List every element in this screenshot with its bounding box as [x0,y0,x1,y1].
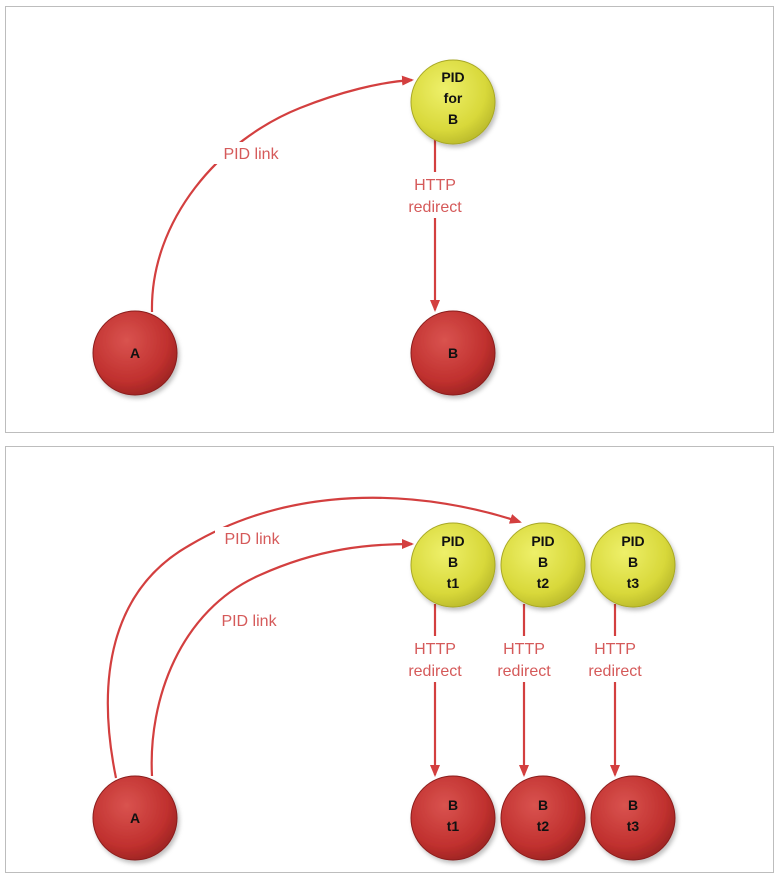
node-text: A [130,810,140,826]
edge-pid-link [150,75,414,313]
diagram-2: PID link PID link HTTP redirect HTTP red… [92,496,676,861]
node-b: B [410,310,496,396]
edge-label-bg [400,172,470,218]
node-text: t3 [627,575,640,591]
node-pid-b-t3: PID B t3 [590,522,676,608]
edge-label-http-t2: HTTP [503,641,545,658]
node-text: t3 [627,818,640,834]
node-text: B [538,797,548,813]
node-text: B [448,111,458,127]
node-b-t3: B t3 [590,775,676,861]
edge-label-redirect: redirect [408,199,462,216]
node-b-t2: B t2 [500,775,586,861]
node-text: for [444,90,463,106]
node-text: PID [441,69,464,85]
edge-label-http: HTTP [414,177,456,194]
node-pid-for-b: PID for B [410,59,496,145]
node-text: A [130,345,140,361]
node-b-t1: B t1 [410,775,496,861]
node-text: PID [531,533,554,549]
edge-label-bg [400,636,470,682]
node-text: B [448,797,458,813]
edge-label-redirect-t1: redirect [408,663,462,680]
edge-label-http-t1: HTTP [414,641,456,658]
node-text: t1 [447,818,460,834]
edge-label-bg [489,636,559,682]
edge-pid-link-inner [150,539,414,777]
node-pid-b-t1: PID B t1 [410,522,496,608]
node-text: B [628,797,638,813]
panel-2-frame [5,446,774,873]
node-text: t1 [447,575,460,591]
edge-label-pid-link-inner: PID link [221,613,277,630]
edge-label-bg [215,527,289,549]
node-text: PID [621,533,644,549]
node-text: B [448,554,458,570]
edge-label-redirect-t2: redirect [497,663,551,680]
node-text: B [628,554,638,570]
panel-1-frame [5,6,774,433]
diagram-1: PID link HTTP redirect PID for B A B [92,59,496,396]
edge-pid-link-outer [106,496,522,779]
node-text: t2 [537,818,550,834]
node-text: PID [441,533,464,549]
edge-label-redirect-t3: redirect [588,663,642,680]
node-text: B [538,554,548,570]
node-pid-b-t2: PID B t2 [500,522,586,608]
edge-label-bg [214,142,288,164]
edge-label-bg [212,609,286,631]
edge-label-bg [580,636,650,682]
edge-label-pid-link-outer: PID link [224,531,280,548]
node-text: B [448,345,458,361]
node-a: A [92,310,178,396]
node-a-2: A [92,775,178,861]
node-text: t2 [537,575,550,591]
edge-label-pid-link: PID link [223,146,279,163]
edge-label-http-t3: HTTP [594,641,636,658]
